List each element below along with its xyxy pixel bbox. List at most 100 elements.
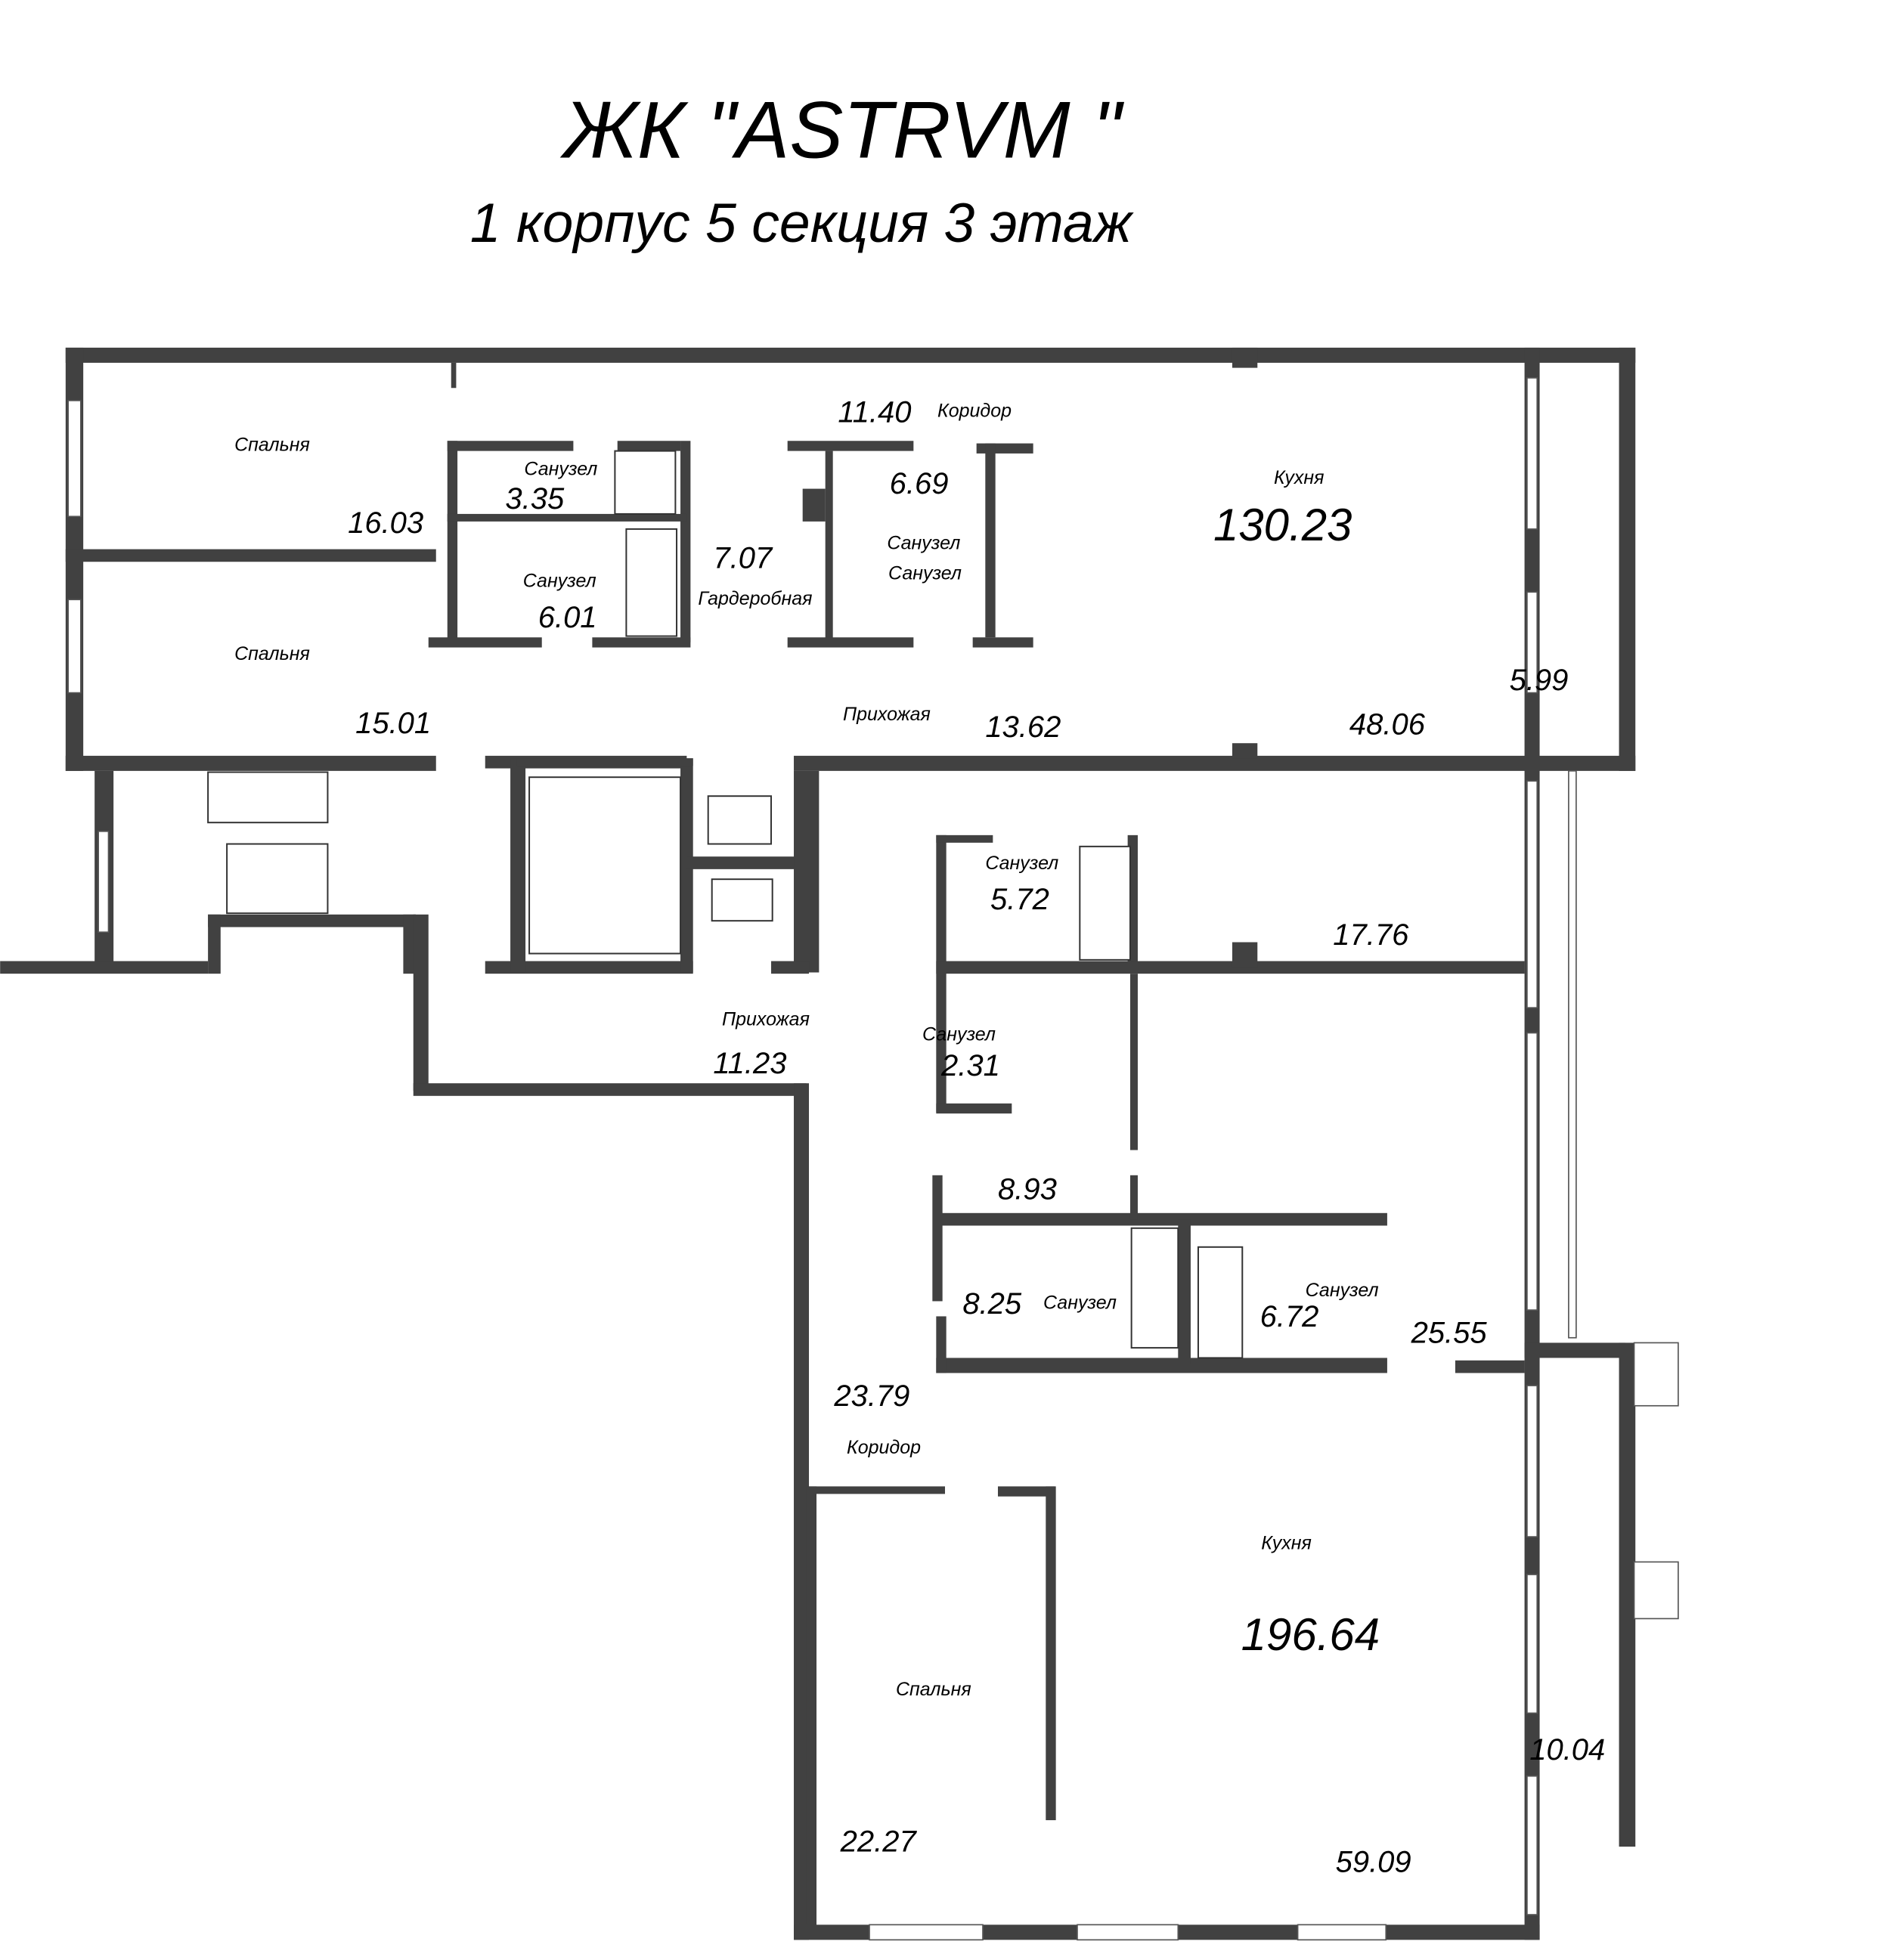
wall: [403, 914, 417, 974]
window: [67, 599, 82, 694]
wall: [972, 637, 1033, 648]
windows: [67, 377, 1679, 1941]
window: [1526, 1032, 1538, 1311]
wall: [1232, 942, 1258, 968]
room-area: 5.99: [1510, 664, 1569, 697]
room-area: 59.09: [1336, 1845, 1411, 1878]
window: [1526, 780, 1538, 1008]
room-area: 17.76: [1333, 918, 1409, 952]
wall: [1455, 1360, 1525, 1373]
wall: [617, 441, 681, 451]
wall: [997, 1486, 1055, 1497]
room-area: 16.03: [348, 506, 423, 540]
wall: [0, 961, 209, 974]
room-area: 22.27: [840, 1825, 918, 1859]
room-name: Санузел: [524, 458, 597, 479]
wall: [936, 961, 1525, 974]
window: [1633, 1342, 1679, 1407]
fixture: [1130, 1227, 1179, 1349]
room-area: 6.69: [890, 467, 949, 500]
wall: [65, 549, 436, 562]
wall: [936, 1103, 1012, 1114]
wall: [65, 755, 436, 771]
fixture: [711, 878, 773, 922]
wall: [686, 856, 813, 869]
room-area: 15.01: [355, 707, 431, 740]
wall: [806, 1486, 945, 1494]
wall: [1129, 1175, 1138, 1220]
wall: [806, 1486, 817, 1927]
room-area: 5.72: [990, 883, 1049, 916]
room-area: 13.62: [985, 711, 1061, 744]
room-name: Санузел: [1306, 1280, 1379, 1301]
window: [1526, 377, 1538, 530]
wall: [447, 441, 458, 642]
fixture: [207, 771, 329, 824]
room-name: Спальня: [234, 643, 310, 664]
room-labels: Спальня 16.03 Спальня 15.01 Санузел 3.35…: [234, 395, 1605, 1878]
room-name: Санузел: [888, 563, 962, 584]
fixture: [625, 528, 678, 637]
wall: [771, 961, 810, 974]
wall: [208, 914, 417, 927]
room-area: 2.31: [940, 1049, 1000, 1082]
room-area: 6.01: [538, 601, 597, 634]
room-name: Санузел: [985, 853, 1058, 874]
window: [67, 400, 82, 518]
wall: [413, 1083, 807, 1096]
walls: [0, 347, 1636, 1940]
room-name: Спальня: [896, 1679, 971, 1700]
wall: [936, 1212, 1387, 1226]
room-name: Санузел: [922, 1023, 996, 1045]
wall: [1619, 1342, 1636, 1847]
room-area: 23.79: [833, 1379, 909, 1413]
room-area: 8.93: [998, 1172, 1057, 1206]
room-name: Прихожая: [843, 704, 931, 725]
wall: [451, 362, 457, 389]
room-name: Кухня: [1261, 1533, 1312, 1554]
room-name: Спальня: [234, 435, 310, 456]
room-area: 8.25: [962, 1287, 1022, 1321]
room-area: 11.23: [713, 1047, 786, 1080]
wall: [1178, 1219, 1191, 1364]
wall: [65, 347, 1636, 363]
fixture: [614, 450, 677, 515]
room-name: Санузел: [523, 571, 596, 592]
window: [1077, 1924, 1179, 1941]
room-area: 3.35: [505, 482, 565, 516]
room-area: 130.23: [1213, 500, 1352, 550]
room-name: Коридор: [937, 401, 1012, 422]
page-title: ЖК "ASTRVM ": [559, 84, 1124, 175]
wall: [680, 441, 691, 642]
room-name: Санузел: [887, 533, 960, 554]
room-area: 196.64: [1241, 1609, 1380, 1660]
wall: [794, 1083, 810, 1940]
wall: [1619, 347, 1636, 771]
wall: [1046, 1486, 1056, 1821]
window: [1297, 1924, 1387, 1941]
wall: [794, 755, 1636, 771]
wall: [447, 513, 687, 522]
wall: [932, 1175, 943, 1302]
window: [98, 831, 110, 934]
room-area: 10.04: [1529, 1733, 1605, 1766]
fixture: [528, 776, 682, 955]
fixture: [1079, 845, 1131, 961]
room-name: Гардеробная: [698, 588, 812, 609]
page-subtitle: 1 корпус 5 секция 3 этаж: [470, 192, 1135, 254]
wall: [1232, 347, 1258, 368]
fixture: [226, 843, 329, 915]
window: [1526, 591, 1538, 694]
window: [1526, 1574, 1538, 1714]
wall: [936, 1316, 947, 1373]
room-name: Прихожая: [722, 1008, 810, 1030]
wall: [510, 758, 526, 973]
room-area: 6.72: [1260, 1300, 1319, 1333]
wall: [985, 443, 996, 638]
fixture: [707, 795, 773, 845]
wall: [485, 961, 693, 974]
wall: [787, 637, 914, 648]
window: [1526, 1775, 1538, 1915]
room-area: 25.55: [1411, 1316, 1488, 1349]
